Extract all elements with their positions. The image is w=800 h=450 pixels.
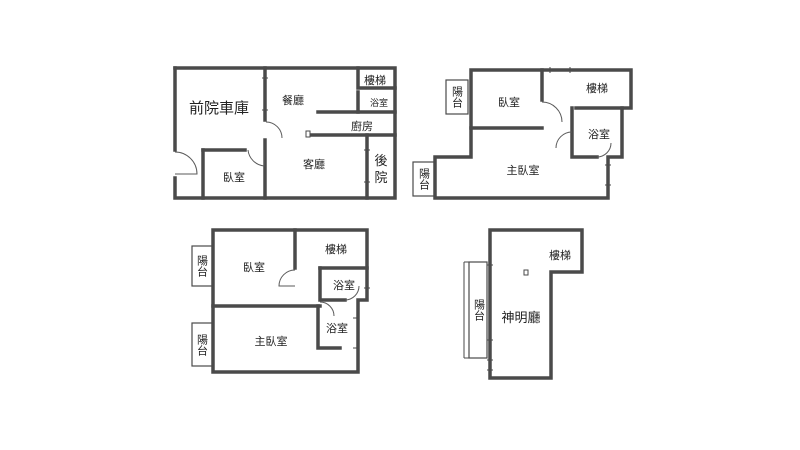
kitchen-label: 廚房 [351, 119, 373, 133]
f4-balcony [468, 261, 488, 359]
f2-bedroom-label: 臥室 [498, 95, 520, 109]
f1-stairs-label: 樓梯 [364, 73, 386, 87]
f3-bath-upper-label: 浴室 [333, 278, 355, 292]
f2-bath-label: 浴室 [588, 127, 610, 141]
f3-stairs-label: 樓梯 [325, 242, 347, 256]
f2-balcony-top [445, 79, 469, 115]
f4-stairs-label: 樓梯 [549, 248, 571, 262]
f2-master-bedroom-label: 主臥室 [507, 163, 540, 177]
f3-bath-lower-label: 浴室 [326, 321, 348, 335]
floor1-plan [173, 66, 397, 200]
f2-stairs-label: 樓梯 [586, 81, 608, 95]
shrine-hall-label: 神明廳 [501, 310, 540, 326]
f1-bedroom-label: 臥室 [223, 170, 245, 184]
back-yard-label-2: 院 [374, 171, 387, 186]
f3-balcony-top-label: 陽台 [196, 255, 209, 277]
f2-balcony-top-label: 陽台 [451, 86, 464, 108]
f2-balcony-bottom-label: 陽台 [418, 168, 431, 190]
f3-bedroom-label: 臥室 [243, 260, 265, 274]
floor2-plan [412, 67, 633, 200]
front-garage-label: 前院車庫 [189, 99, 249, 117]
f1-bath-label: 浴室 [370, 97, 388, 109]
f4-balcony-label: 陽台 [473, 299, 486, 321]
living-room-label: 客廳 [303, 157, 325, 171]
floor4-plan [463, 228, 584, 380]
back-yard-label-1: 後 [374, 154, 387, 169]
floor3-plan [191, 228, 370, 374]
dining-label: 餐廳 [282, 93, 304, 107]
f3-balcony-bottom-label: 陽台 [196, 334, 209, 356]
f3-master-bedroom-label: 主臥室 [255, 334, 288, 348]
